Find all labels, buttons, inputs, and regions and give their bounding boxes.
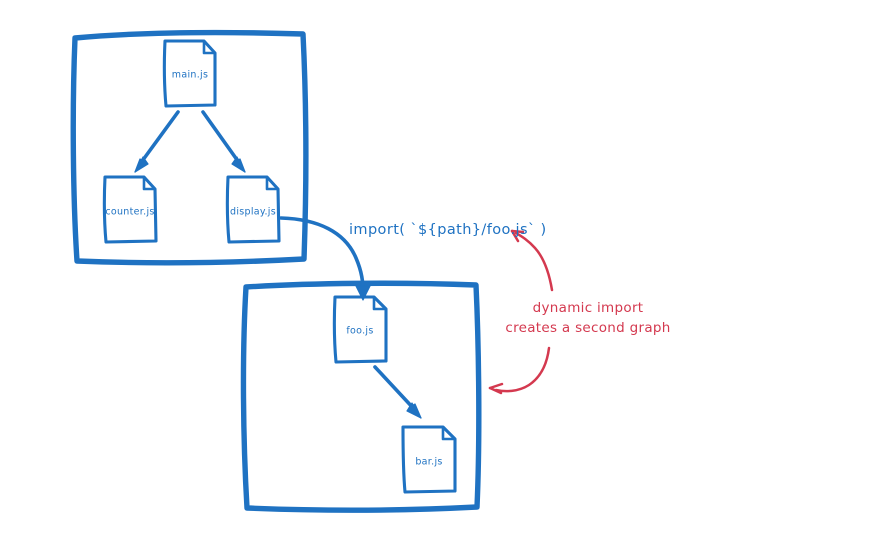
file-icon-counter-js (102, 175, 158, 244)
annotation-line-1: dynamic import (532, 300, 644, 316)
import-call-label: import( `${path}/foo.js` ) (349, 222, 547, 238)
file-label-display-js: display.js (230, 206, 276, 218)
arrow-main-to-counter (134, 110, 180, 173)
file-icon-display-js (225, 175, 281, 244)
file-label-main-js: main.js (171, 69, 209, 81)
annotation-arrow-to-graph (488, 346, 551, 395)
file-label-foo-js: foo.js (346, 325, 374, 337)
annotation-arrow-to-import (510, 229, 554, 292)
file-icon-main-js (162, 39, 217, 108)
arrow-foo-to-bar (373, 365, 422, 419)
file-label-bar-js: bar.js (415, 456, 443, 468)
arrow-display-to-foo (279, 216, 371, 301)
file-icon-foo-js (332, 295, 388, 364)
annotation-line-2: creates a second graph (505, 320, 671, 337)
arrow-main-to-display (201, 110, 246, 173)
file-icon-bar-js (401, 425, 457, 494)
file-label-counter-js: counter.js (105, 206, 155, 218)
annotation-text: dynamic import creates a second graph (505, 298, 670, 339)
